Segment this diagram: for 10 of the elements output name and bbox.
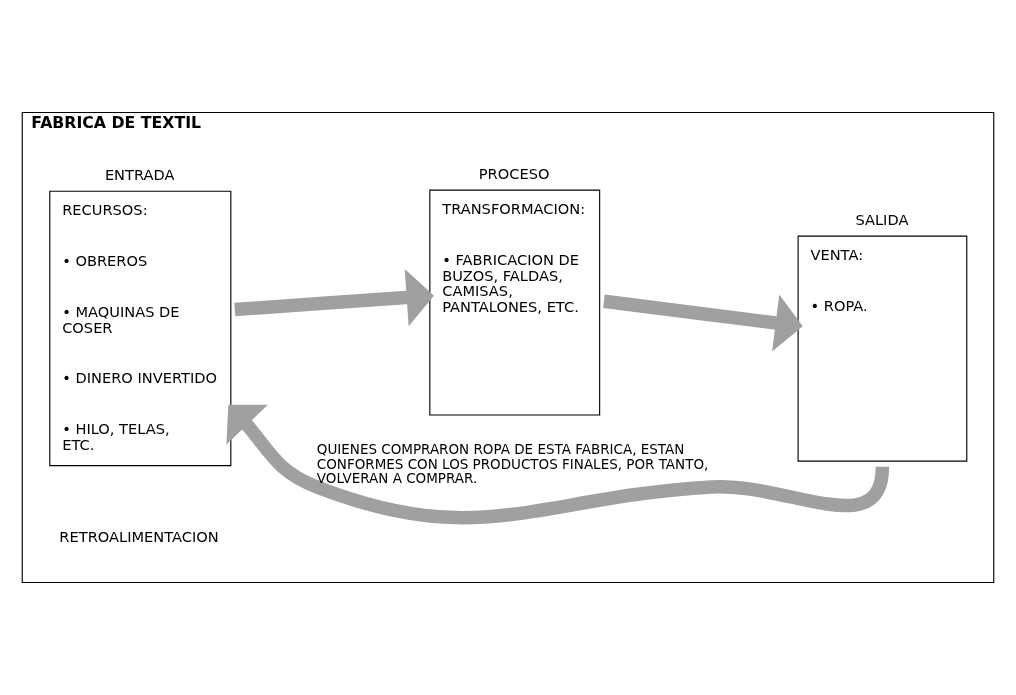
node-label: PROCESO (478, 165, 550, 183)
node-label: SALIDA (855, 211, 909, 229)
node-box: RECURSOS: • OBREROS • MAQUINAS DE COSER • DINERO INVERTIDO • HILO, TELAS, ETC. (49, 190, 232, 467)
node-label: ENTRADA (104, 166, 175, 184)
node-box: TRANSFORMACION: • FABRICACION DE BUZOS, FALDAS, CAMISAS, PANTALONES, ETC. (429, 189, 601, 416)
edge-label: QUIENES COMPRARON ROPA DE ESTA FABRICA, ESTAN CONFORMES CON LOS PRODUCTOS FINALES, POR TANTO, VOLVERAN A COMPRAR. (316, 440, 709, 487)
node-box: VENTA: • ROPA. (797, 235, 968, 462)
arrow (603, 294, 803, 352)
arrow (234, 268, 434, 327)
label: RETROALIMENTACION (59, 528, 219, 546)
